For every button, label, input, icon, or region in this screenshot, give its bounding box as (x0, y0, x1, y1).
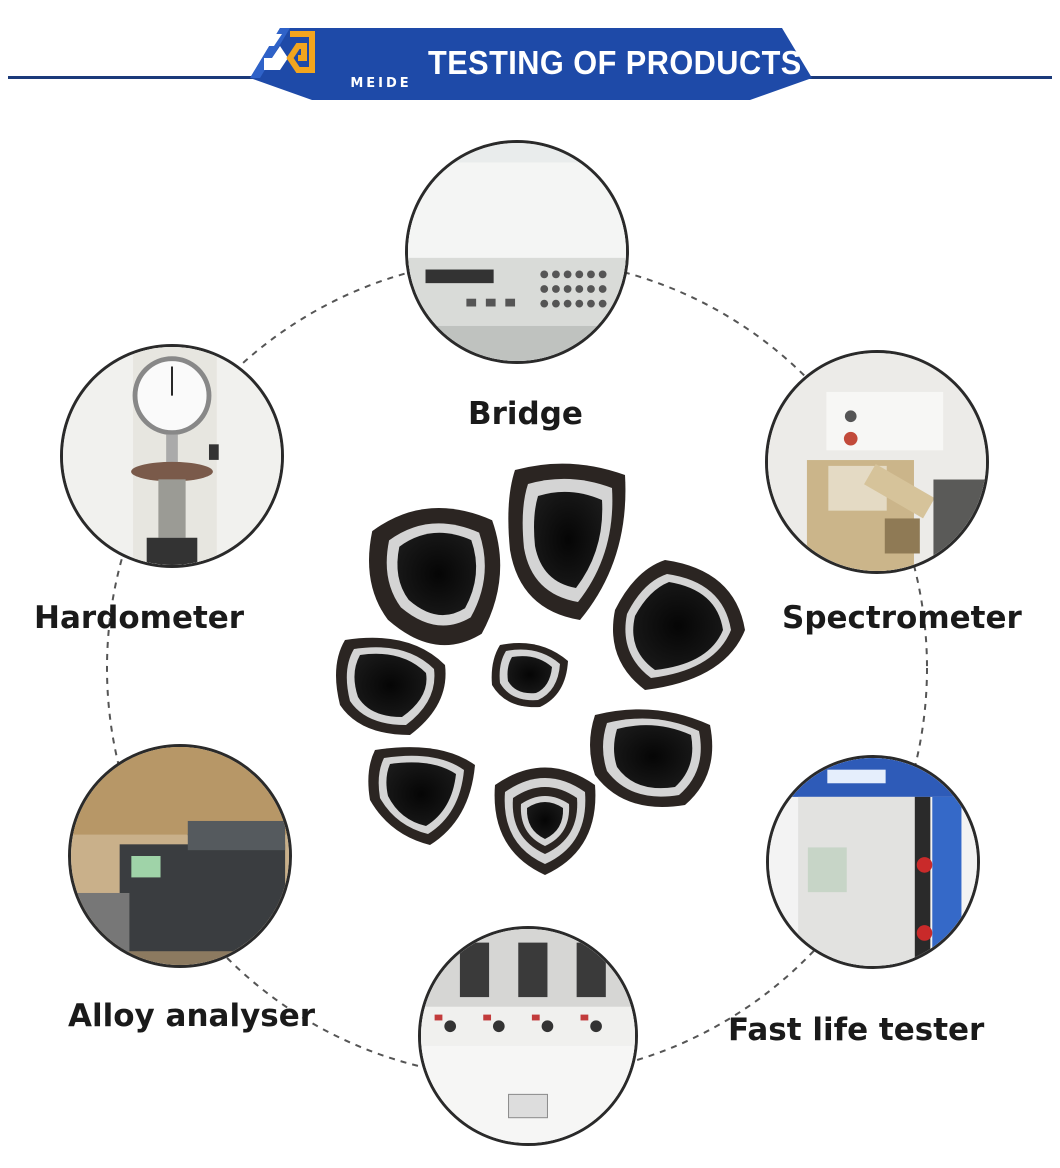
label-hardometer: Hardometer (34, 600, 245, 636)
banner-shape (250, 28, 812, 100)
fast-life-tester-image (766, 755, 980, 969)
header-banner: MEIDE TESTING OF PRODUCTS (250, 28, 812, 100)
label-spectrometer: Spectrometer (782, 600, 1022, 636)
label-fast-life-tester: Fast life tester (728, 1012, 985, 1048)
label-bridge: Bridge (468, 396, 583, 432)
alloy-analyser-image (68, 744, 292, 968)
brand-name: MEIDE (350, 76, 412, 91)
label-alloy-analyser: Alloy analyser (68, 998, 316, 1034)
page-title: TESTING OF PRODUCTS (428, 44, 802, 81)
hardometer-image (60, 344, 284, 568)
triangular-tubes-image (336, 463, 745, 875)
meide-logo-icon (264, 31, 315, 73)
test-bench-image (418, 926, 638, 1146)
bridge-image (405, 140, 629, 364)
spectrometer-image (765, 350, 989, 574)
